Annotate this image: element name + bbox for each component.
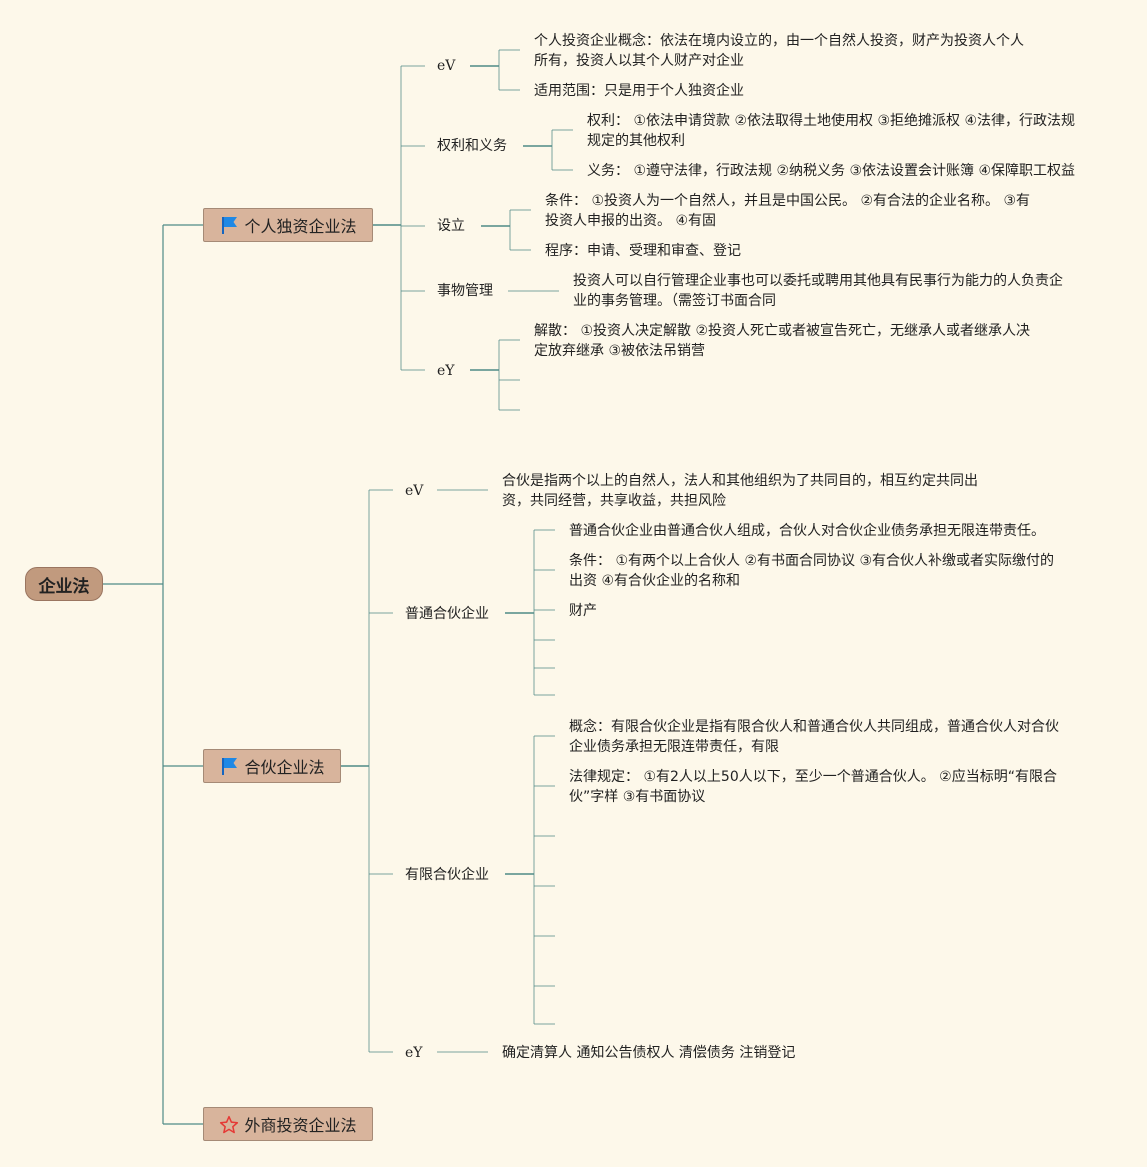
leaf-procedure: 程序：申请、受理和审查、登记 <box>545 243 741 259</box>
leaf-general-conditions: 条件： ①有两个以上合伙人 ②有书面合同协议 ③有合伙人补缴或者实际缴付的出资 … <box>569 553 1055 589</box>
branch-foreign-investment[interactable]: 外商投资企业法 <box>203 1107 373 1141</box>
sub-node-dissolution[interactable]: eY <box>437 363 455 379</box>
sub-node-establishment[interactable]: 设立 <box>437 218 465 234</box>
root-label: 企业法 <box>38 576 90 597</box>
leaf-general-definition: 普通合伙企业由普通合伙人组成，合伙人对合伙企业债务承担无限连带责任。 <box>569 523 1045 539</box>
leaf-partnership-definition: 合伙是指两个以上的自然人，法人和其他组织为了共同目的，相互约定共同出资，共同经营… <box>502 473 978 509</box>
leaf-rights: 权利： ①依法申请贷款 ②依法取得土地使用权 ③拒绝摊派权 ④法律，行政法规规定… <box>587 113 1076 149</box>
leaf-liquidation-steps: 确定清算人 通知公告债权人 清偿债务 注销登记 <box>502 1045 796 1061</box>
leaf-duties: 义务： ①遵守法律，行政法规 ②纳税义务 ③依法设置会计账簿 ④保障职工权益 <box>587 163 1076 179</box>
leaf-scope: 适用范围：只是用于个人独资企业 <box>534 83 744 99</box>
branch-partnership[interactable]: 合伙企业法 <box>203 749 341 783</box>
root-node[interactable]: 企业法 <box>25 567 103 601</box>
leaf-general-property: 财产 <box>569 603 597 619</box>
leaf-concept: 个人投资企业概念：依法在境内设立的，由一个自然人投资，财产为投资人个人所有，投资… <box>534 33 1024 69</box>
sub-node-management[interactable]: 事物管理 <box>437 283 493 299</box>
sub-node-definition[interactable]: eV <box>437 58 456 74</box>
leaf-dissolution: 解散： ①投资人决定解散 ②投资人死亡或者被宣告死亡，无继承人或者继承人决定放弃… <box>534 323 1030 359</box>
leaf-management: 投资人可以自行管理企业事也可以委托或聘用其他具有民事行为能力的人负责企业的事务管… <box>573 273 1063 309</box>
flag-icon <box>219 215 239 235</box>
branch-sole-proprietorship[interactable]: 个人独资企业法 <box>203 208 373 242</box>
sub-node-partnership-definition[interactable]: eV <box>405 483 424 499</box>
leaf-conditions: 条件： ①投资人为一个自然人，并且是中国公民。 ②有合法的企业名称。 ③有投资人… <box>545 193 1031 229</box>
leaf-limited-rules: 法律规定： ①有2人以上50人以下，至少一个普通合伙人。 ②应当标明“有限合伙”… <box>569 769 1057 805</box>
sub-node-rights-duties[interactable]: 权利和义务 <box>437 138 507 154</box>
star-icon <box>219 1114 239 1134</box>
flag-icon <box>219 756 239 776</box>
branch-label: 个人独资企业法 <box>244 217 357 236</box>
sub-node-limited-partnership[interactable]: 有限合伙企业 <box>405 867 489 883</box>
leaf-limited-concept: 概念：有限合伙企业是指有限合伙人和普通合伙人共同组成，普通合伙人对合伙企业债务承… <box>569 719 1059 755</box>
branch-label: 外商投资企业法 <box>244 1116 357 1135</box>
sub-node-partnership-dissolution[interactable]: eY <box>405 1045 423 1061</box>
branch-label: 合伙企业法 <box>244 758 325 777</box>
sub-node-general-partnership[interactable]: 普通合伙企业 <box>405 606 489 622</box>
